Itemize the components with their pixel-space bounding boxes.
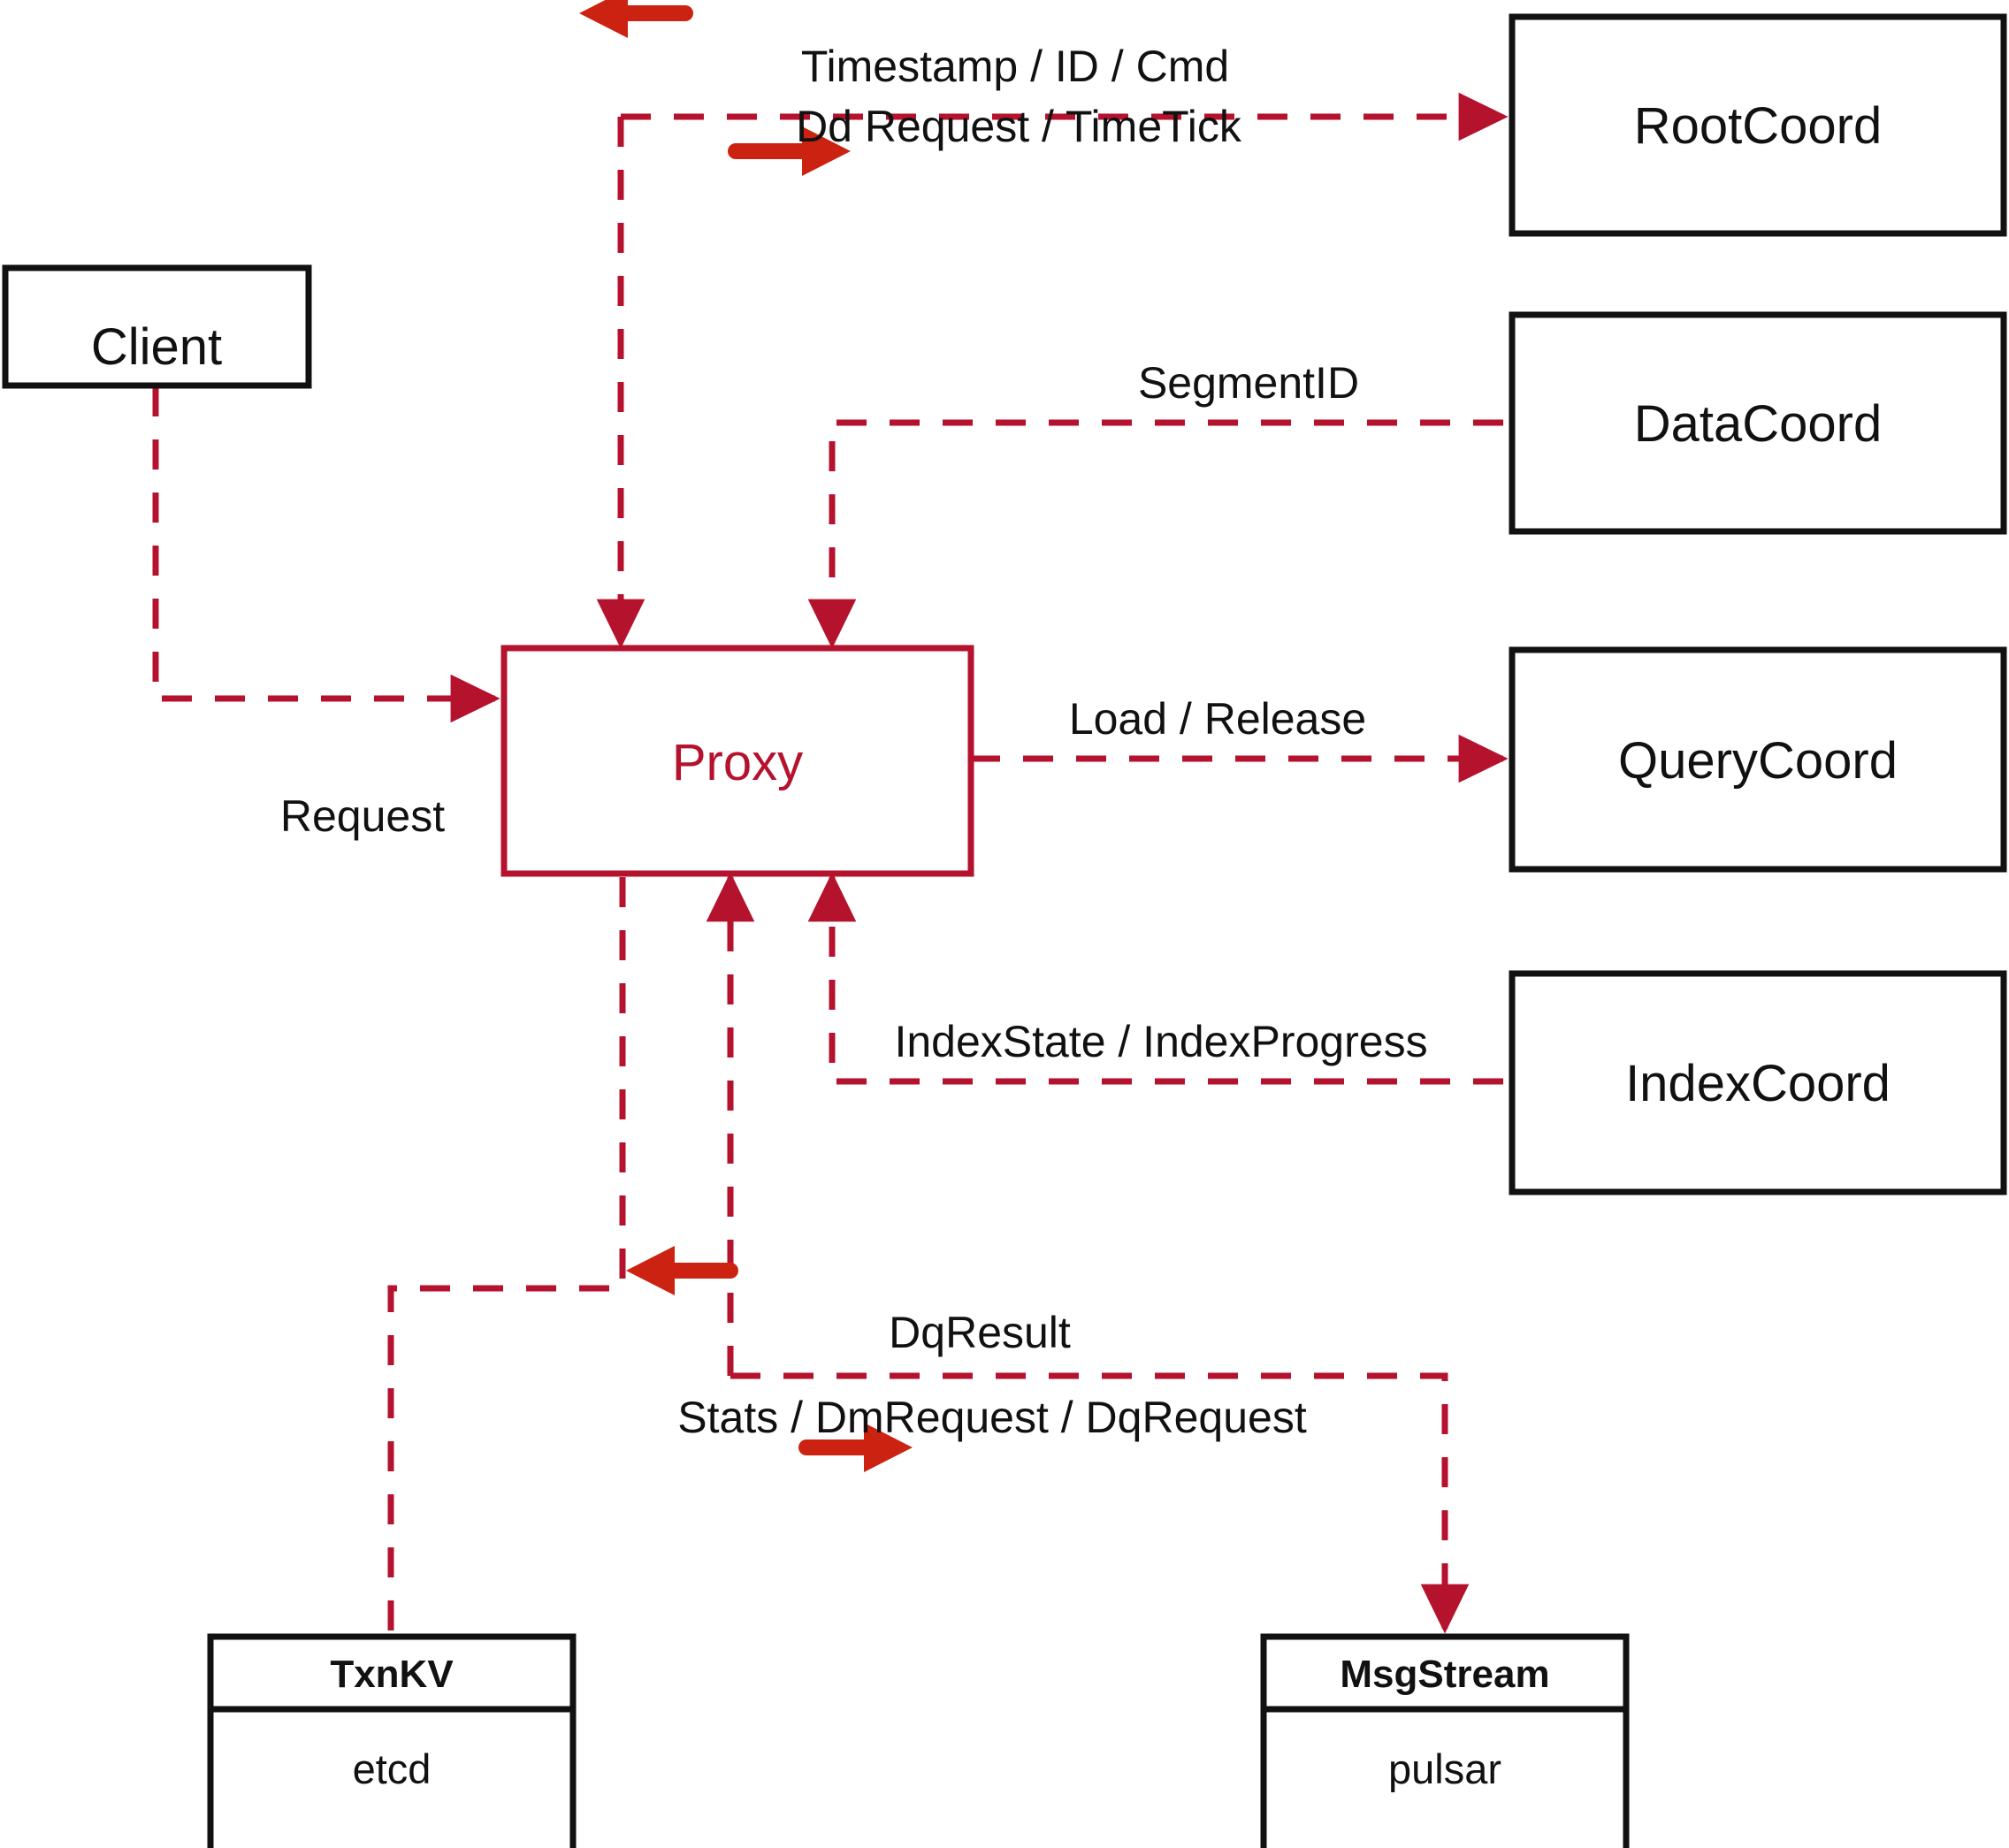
edge-rootcoord bbox=[596, 92, 1509, 649]
node-indexcoord[interactable]: IndexCoord bbox=[1509, 970, 2007, 1195]
edge-label-load-release: Load / Release bbox=[1069, 694, 1366, 744]
node-txnkv-body: etcd bbox=[353, 1745, 432, 1792]
node-txnkv-title: TxnKV bbox=[330, 1653, 454, 1696]
edge-label-timestamp: Timestamp / ID / Cmd bbox=[801, 42, 1229, 91]
node-msgstream[interactable]: MsgStream pulsar bbox=[1260, 1633, 1630, 1848]
node-querycoord[interactable]: QueryCoord bbox=[1509, 646, 2007, 873]
node-proxy-label: Proxy bbox=[672, 734, 803, 791]
edge-client-proxy bbox=[152, 386, 500, 723]
edge-indexcoord-proxy bbox=[807, 872, 1503, 1085]
timestamp-direction-arrow bbox=[579, 0, 693, 38]
edge-label-indexstate: IndexState / IndexProgress bbox=[894, 1017, 1427, 1066]
ddrequest-direction-arrow bbox=[728, 126, 851, 176]
edge-label-segmentid: SegmentID bbox=[1138, 358, 1359, 408]
node-rootcoord-label: RootCoord bbox=[1634, 97, 1882, 155]
dqrequest-direction-arrow bbox=[798, 1423, 913, 1472]
node-client-label: Client bbox=[91, 318, 222, 376]
dqresult-direction-arrow bbox=[626, 1246, 738, 1295]
node-txnkv[interactable]: TxnKV etcd bbox=[207, 1633, 577, 1848]
edge-proxy-txnkv bbox=[387, 877, 626, 1636]
node-client[interactable]: Client bbox=[2, 264, 312, 389]
edge-label-dqresult: DqResult bbox=[889, 1308, 1071, 1357]
node-indexcoord-label: IndexCoord bbox=[1625, 1055, 1891, 1112]
node-datacoord-label: DataCoord bbox=[1634, 395, 1882, 453]
edge-label-request: Request bbox=[280, 791, 445, 841]
node-datacoord[interactable]: DataCoord bbox=[1509, 311, 2007, 535]
edge-label-ddrequest: Dd Request / TimeTick bbox=[796, 102, 1242, 151]
node-querycoord-label: QueryCoord bbox=[1618, 732, 1898, 790]
edge-datacoord-proxy bbox=[807, 419, 1503, 649]
node-rootcoord[interactable]: RootCoord bbox=[1509, 13, 2007, 237]
node-msgstream-body: pulsar bbox=[1388, 1745, 1501, 1792]
edge-label-dqrequest: Stats / DmRequest / DqRequest bbox=[677, 1393, 1307, 1442]
node-proxy[interactable]: Proxy bbox=[500, 645, 974, 877]
edge-proxy-msgstream bbox=[730, 1372, 1470, 1634]
node-msgstream-title: MsgStream bbox=[1340, 1653, 1549, 1696]
